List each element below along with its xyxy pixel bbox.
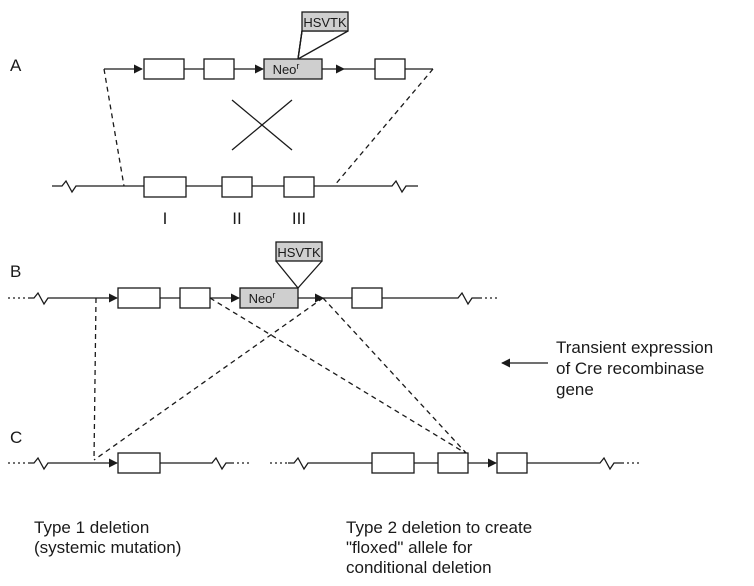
genomic-locus: [52, 176, 418, 198]
hsvtk-label: HSVTK: [277, 245, 321, 260]
panel-label-b: B: [10, 262, 21, 281]
type1-exon: [117, 452, 161, 474]
annotation-line-2: of Cre recombinase: [556, 359, 704, 378]
hsvtk-box: [275, 241, 323, 262]
annotation-line-1: Transient expression: [556, 338, 713, 357]
caption-type1: Type 1 deletion (systemic mutation): [34, 518, 182, 557]
type2-exon-1: [371, 452, 415, 474]
type1-allele: [8, 452, 250, 474]
hsvtk-box: [301, 11, 349, 32]
type2-exon-2: [437, 452, 469, 474]
genomic-exon-III: [283, 176, 315, 198]
allele-exon-3: [351, 287, 383, 309]
type2-floxed-allele: [270, 452, 642, 474]
allele-exon-2: [179, 287, 211, 309]
neo-label: Neor: [273, 61, 300, 77]
break-symbol-right: [314, 179, 418, 194]
vector-exon-1: [143, 58, 185, 80]
genomic-exon-II: [221, 176, 253, 198]
exon-label-II: II: [232, 209, 241, 228]
vector-exon-2: [203, 58, 235, 80]
targeted-allele: [8, 241, 500, 309]
panel-label-a: A: [10, 56, 22, 75]
cre-excision-line: [322, 297, 468, 455]
genomic-exon-I: [143, 176, 187, 198]
caption-type2: Type 2 deletion to create "floxed" allel…: [346, 518, 533, 577]
exon-label-I: I: [163, 209, 168, 228]
exon-label-III: III: [292, 209, 306, 228]
cre-excision-line: [209, 297, 468, 455]
cre-excision-line: [93, 297, 97, 461]
vector-exon-3: [374, 58, 406, 80]
allele-exon-1: [117, 287, 161, 309]
homology-line-left: [103, 68, 125, 187]
targeting-vector: [104, 11, 433, 80]
homology-line-right: [333, 68, 434, 187]
cre-excision-line: [93, 297, 324, 461]
annotation-line-3: gene: [556, 380, 594, 399]
hsvtk-label: HSVTK: [303, 15, 347, 30]
neo-label: Neor: [249, 290, 276, 306]
type2-exon-3: [496, 452, 528, 474]
break-symbol-left: [52, 179, 144, 194]
panel-label-c: C: [10, 428, 22, 447]
